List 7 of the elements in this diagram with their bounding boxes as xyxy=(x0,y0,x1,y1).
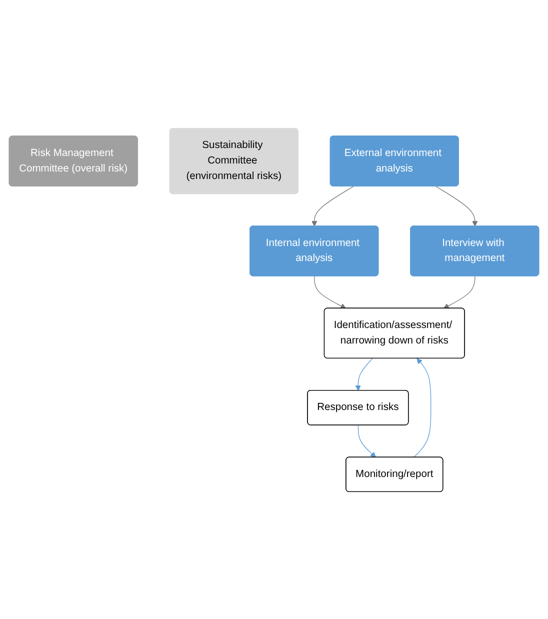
arrow xyxy=(314,275,346,308)
arrow xyxy=(312,186,354,226)
arrow xyxy=(413,358,432,458)
arrow xyxy=(443,275,476,308)
arrow xyxy=(436,186,478,226)
arrow xyxy=(358,424,376,458)
arrow xyxy=(355,358,373,390)
